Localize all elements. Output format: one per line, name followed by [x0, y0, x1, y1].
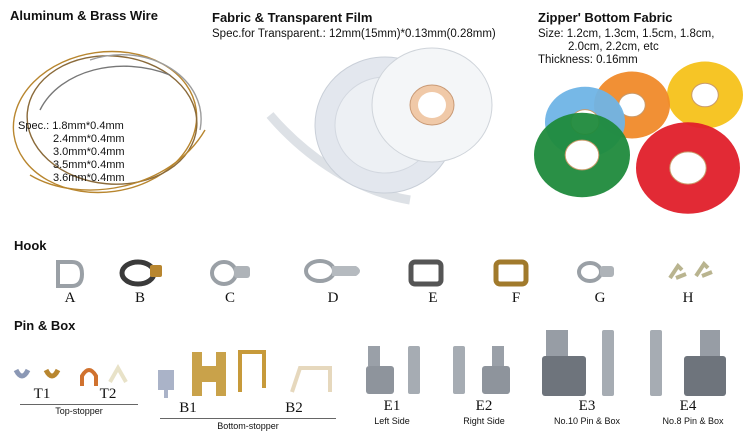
wire-spec-item: 3.5mm*0.4mm [53, 159, 125, 171]
pinbox-e3-desc: No.10 Pin & Box [553, 416, 621, 426]
hook-label-d: D [327, 290, 339, 306]
pinbox-t1-label: T1 [33, 386, 51, 402]
hook-label-f: F [511, 290, 521, 306]
hook-label-e: E [428, 290, 438, 306]
hook-label-b: B [134, 290, 145, 306]
pinbox-e1-desc: Left Side [374, 416, 410, 426]
yellow-roll-core [691, 82, 719, 108]
pinbox-e4-label: E4 [679, 398, 697, 414]
hook-label-a: A [64, 290, 76, 306]
pinbox-e2-label: E2 [475, 398, 493, 414]
zipper-size-line2: 2.0cm, 2.2cm, etc [568, 41, 659, 53]
pinbox-b1-label: B1 [179, 400, 197, 416]
green-roll-core [564, 139, 600, 171]
wire-spec-prefix: Spec.: [18, 120, 50, 132]
pinbox-t2-label: T2 [99, 386, 117, 402]
pinbox-title: Pin & Box [14, 318, 76, 333]
pinbox-e1-label: E1 [383, 398, 401, 414]
pinbox-e2-desc: Right Side [463, 416, 505, 426]
zipper-thickness: Thickness: 0.16mm [538, 54, 638, 66]
wire-spec-item: 1.8mm*0.4mm [52, 120, 124, 132]
pinbox-b2-label: B2 [285, 400, 303, 416]
red-roll-core [669, 151, 707, 185]
pinbox-e4-desc: No.8 Pin & Box [662, 416, 724, 426]
wire-spec-item: 3.0mm*0.4mm [53, 146, 125, 158]
film-title: Fabric & Transparent Film [212, 10, 373, 25]
wire-spec-item: 2.4mm*0.4mm [53, 133, 125, 145]
pinbox-bottom-stopper-label: Bottom-stopper [217, 421, 279, 431]
zipper-size-line1: Size: 1.2cm, 1.3cm, 1.5cm, 1.8cm, [538, 28, 715, 40]
wire-spec-item: 3.6mm*0.4mm [53, 172, 125, 184]
wire-title: Aluminum & Brass Wire [10, 8, 158, 23]
hook-label-h: H [682, 290, 694, 306]
film-spec: Spec.for Transparent.: 12mm(15mm)*0.13mm… [212, 28, 496, 40]
zipper-title: Zipper' Bottom Fabric [538, 10, 673, 25]
pinbox-e3-label: E3 [578, 398, 596, 414]
hook-label-c: C [224, 290, 235, 306]
pinbox-top-stopper-label: Top-stopper [55, 406, 103, 416]
hook-label-g: G [594, 290, 606, 306]
hook-title: Hook [14, 238, 47, 253]
